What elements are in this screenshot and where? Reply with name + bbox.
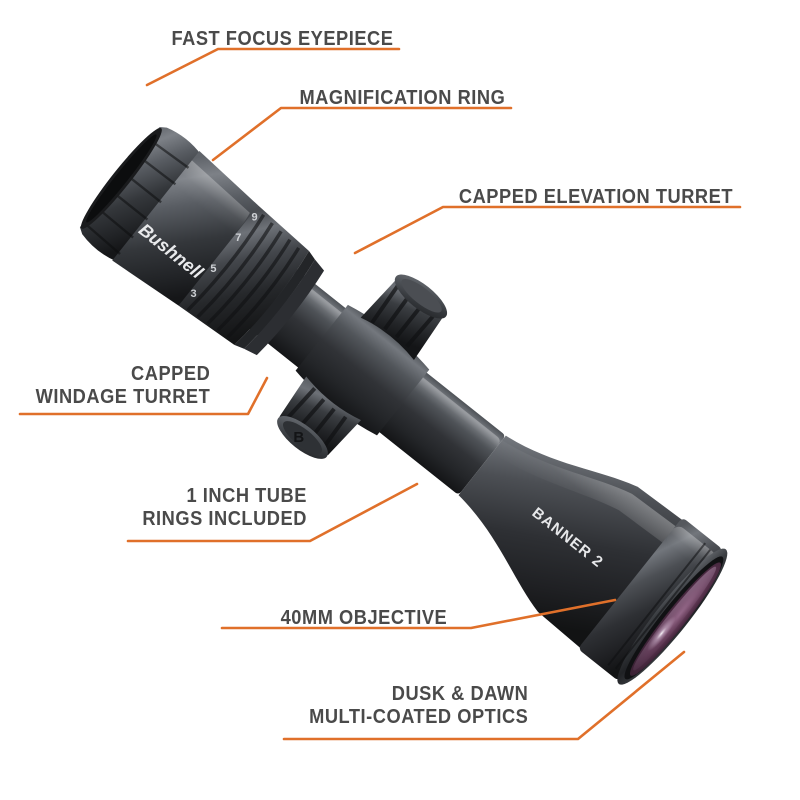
elevation-cap-inset [401, 278, 442, 313]
leader-magnification-ring [211, 106, 513, 162]
capped-windage-turret[interactable]: B [267, 376, 362, 469]
scope-body: Bushnell 9 7 5 3 [79, 127, 728, 685]
lens-specular-highlight [647, 616, 676, 652]
capped-elevation-turret[interactable] [360, 266, 455, 360]
leader-lines [18, 47, 742, 741]
callout-dusk-dawn-multi-coated-optics: DUSK & DAWN MULTI-COATED OPTICS [308, 682, 528, 729]
eyepiece-highlight [173, 160, 250, 234]
svg-text:9: 9 [251, 212, 257, 224]
callout-1-inch-tube-rings-included: 1 INCH TUBE RINGS INCLUDED [142, 484, 307, 531]
objective-bell-taper [458, 435, 686, 651]
leader-1-inch-tube [126, 482, 419, 543]
magnification-ring-ribs [186, 213, 301, 339]
mag-ring-step [243, 259, 325, 356]
objective-bell-barrel [579, 519, 722, 680]
objective-barrel-grooves [607, 542, 712, 670]
callout-capped-windage-turret: CAPPED WINDAGE TURRET [35, 362, 210, 409]
callout-40mm-objective: 40MM OBJECTIVE [280, 606, 447, 629]
svg-text:5: 5 [210, 263, 216, 275]
bushnell-b-logo-icon: B [293, 429, 304, 446]
callout-capped-elevation-turret: CAPPED ELEVATION TURRET [458, 185, 733, 208]
callout-fast-focus-eyepiece: FAST FOCUS EYEPIECE [170, 27, 393, 50]
ocular-lens-recess [86, 134, 157, 223]
leader-fast-focus-eyepiece [145, 47, 401, 87]
magnification-numbers: 9 7 5 3 [190, 212, 257, 301]
callout-magnification-ring: MAGNIFICATION RING [299, 86, 505, 109]
leader-40mm-objective [220, 598, 617, 630]
leader-capped-windage-turret [18, 376, 269, 416]
svg-text:7: 7 [235, 232, 241, 244]
eyepiece-end-cap [79, 127, 202, 262]
svg-text:3: 3 [190, 288, 196, 300]
mag-ring-shoulder [234, 250, 315, 349]
leader-capped-elevation-turret [353, 205, 742, 255]
windage-cap-inset [282, 421, 323, 454]
bell-highlight [492, 440, 681, 547]
leader-dusk-dawn-optics [282, 650, 686, 741]
